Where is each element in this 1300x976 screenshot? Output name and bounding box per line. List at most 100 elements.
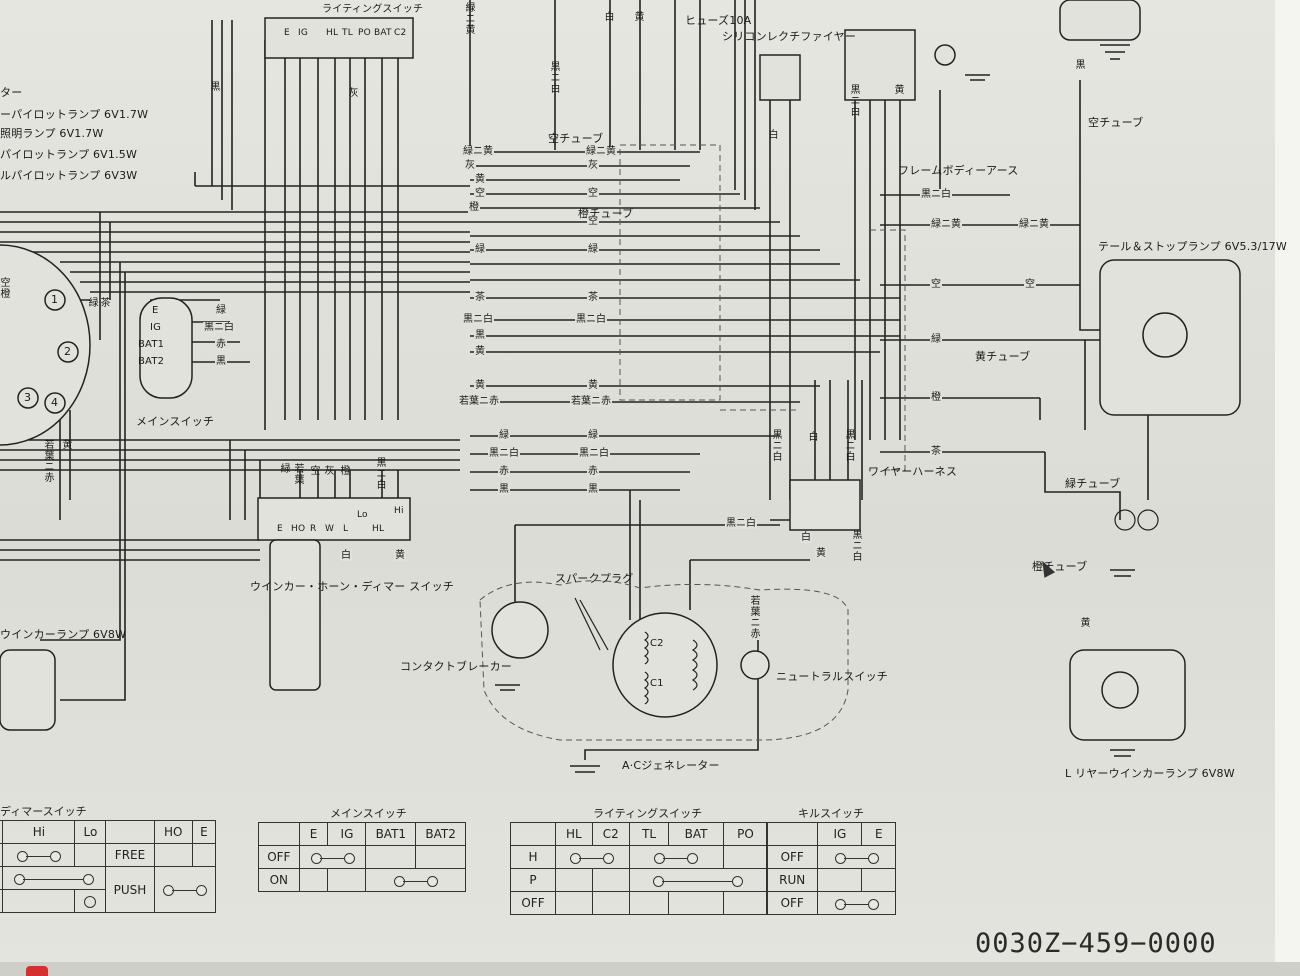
connection-symbol bbox=[653, 875, 744, 887]
meter-terminal-2: 2 bbox=[64, 345, 72, 358]
dim-term: HL bbox=[372, 524, 385, 534]
dim-term: HO bbox=[291, 524, 306, 534]
table-row-label: ON bbox=[258, 868, 300, 892]
empty-tube-top-label: 空チューブ bbox=[548, 132, 604, 145]
meter-terminal-1: 1 bbox=[51, 293, 59, 306]
lighting-table-title: ライティングスイッチ bbox=[593, 807, 703, 820]
meter-terminal-4: 4 bbox=[51, 396, 59, 409]
wire-label: 茶 bbox=[474, 292, 486, 303]
vertical-wire-label: 黄 bbox=[894, 85, 905, 96]
main-wire-label: 黒ニ白 bbox=[203, 322, 235, 333]
table-row-label: RUN bbox=[765, 868, 819, 892]
wire-label: 緑ニ黄 bbox=[585, 146, 617, 157]
connection-symbol bbox=[310, 852, 355, 864]
table-row-label: OFF bbox=[510, 891, 556, 915]
wire-label: 緑 bbox=[498, 430, 510, 441]
wire-label: 空 bbox=[1024, 279, 1036, 290]
table-header: IG bbox=[327, 822, 367, 846]
wire-label: 黒 bbox=[587, 484, 599, 495]
left-list-3: パイロットランプ 6V1.5W bbox=[0, 148, 138, 161]
dim-term: L bbox=[343, 524, 349, 534]
table-header: PO bbox=[722, 822, 769, 846]
meter-wire-label: 空橙 bbox=[0, 278, 11, 300]
wire-label: 黒ニ白 bbox=[852, 530, 863, 563]
main-wire-label: 赤 bbox=[215, 339, 227, 350]
table-header bbox=[765, 822, 819, 846]
vertical-wire-label: 黄 bbox=[1080, 618, 1091, 629]
dimmer-table-title: ディマースイッチ bbox=[0, 805, 87, 818]
wire-label: 黄 bbox=[474, 174, 486, 185]
ac-generator-label: A·Cジェネレーター bbox=[622, 759, 720, 772]
contact-breaker-label: コンタクトブレーカー bbox=[400, 660, 512, 673]
meter-terminal-3: 3 bbox=[24, 391, 32, 404]
wire-label: 黒ニ白 bbox=[725, 518, 757, 529]
dim-bottom-wire: 黄 bbox=[394, 550, 406, 561]
main-term-bat1: BAT1 bbox=[138, 339, 165, 350]
neutral-switch-label: ニュートラルスイッチ bbox=[776, 670, 888, 683]
connection-symbol bbox=[834, 852, 879, 864]
dim-term: W bbox=[325, 524, 335, 534]
table-header: BAT2 bbox=[415, 822, 466, 846]
light-term: IG bbox=[298, 28, 309, 38]
table-header: E bbox=[298, 822, 329, 846]
vertical-wire-label: 白 bbox=[768, 130, 779, 141]
wire-label: 茶 bbox=[930, 446, 942, 457]
dim-top-wire: 黒ニ白 bbox=[376, 458, 387, 491]
green-tube-label: 緑チューブ bbox=[1065, 477, 1121, 490]
wire-label: 黒ニ白 bbox=[920, 189, 952, 200]
table-header: HL bbox=[554, 822, 593, 846]
vertical-wire-label: 灰 bbox=[348, 88, 359, 99]
wire-harness-label: ワイヤーハーネス bbox=[868, 465, 958, 478]
vertical-wire-label: 黄 bbox=[634, 12, 645, 23]
table-row-label: H bbox=[510, 845, 556, 869]
table-header: HO bbox=[153, 820, 193, 844]
wire-label: 黒 bbox=[498, 484, 510, 495]
coil-c1-label: C1 bbox=[650, 678, 664, 689]
table-header: E bbox=[191, 820, 217, 844]
table-row-label: OFF bbox=[765, 891, 819, 915]
wire-label: 橙 bbox=[468, 202, 480, 213]
wire-label: 赤 bbox=[498, 466, 510, 477]
connection-symbol bbox=[654, 852, 699, 864]
main-wire-label: 緑 bbox=[215, 305, 227, 316]
light-term: HL bbox=[326, 28, 339, 38]
table-header: BAT1 bbox=[365, 822, 417, 846]
wire-label: 若葉ニ赤 bbox=[750, 596, 761, 640]
left-list-0: ター bbox=[0, 86, 23, 99]
dim-top-wire: 橙 bbox=[340, 466, 351, 477]
wire-label: 空 bbox=[474, 188, 486, 199]
light-term: C2 bbox=[394, 28, 407, 38]
main-table-title: メインスイッチ bbox=[330, 807, 407, 820]
wire-label: 若葉ニ赤 bbox=[570, 396, 612, 407]
main-switch-label: メインスイッチ bbox=[136, 415, 215, 428]
wire-label: 黒ニ白 bbox=[575, 314, 607, 325]
document-number: 0030Z−459−0000 bbox=[975, 928, 1217, 959]
meter-wire-label: 緑 bbox=[88, 298, 99, 309]
wire-label: 赤 bbox=[587, 466, 599, 477]
dim-term: E bbox=[277, 524, 283, 534]
tail-stop-lamp-label: テール＆ストップランプ 6V5.3/17W bbox=[1098, 240, 1287, 253]
wire-label: 黄 bbox=[815, 548, 827, 559]
connection-symbol bbox=[393, 875, 438, 887]
wire-label: 灰 bbox=[587, 160, 599, 171]
wire-label: 灰 bbox=[464, 160, 476, 171]
dim-term: R bbox=[310, 524, 317, 534]
table-row-label: OFF bbox=[258, 845, 300, 869]
wire-label: 緑ニ黄 bbox=[1018, 219, 1050, 230]
winker-lamp-left-label: ウインカーランプ 6V8W bbox=[0, 628, 127, 641]
wire-label: 黒ニ白 bbox=[578, 448, 610, 459]
table-header: BAT bbox=[668, 822, 724, 846]
rectifier-label: シリコンレクチファイヤー bbox=[722, 30, 857, 43]
table-header bbox=[510, 822, 556, 846]
light-term: E bbox=[284, 28, 290, 38]
table-header: C2 bbox=[591, 822, 630, 846]
dim-term: Lo bbox=[357, 510, 368, 520]
wire-label: 空 bbox=[587, 216, 599, 227]
wire-label: 黄 bbox=[474, 380, 486, 391]
wire-label: 緑 bbox=[930, 334, 942, 345]
wire-label: 緑 bbox=[587, 244, 599, 255]
dim-term: Hi bbox=[394, 506, 404, 516]
wire-label: 黒 bbox=[474, 330, 486, 341]
